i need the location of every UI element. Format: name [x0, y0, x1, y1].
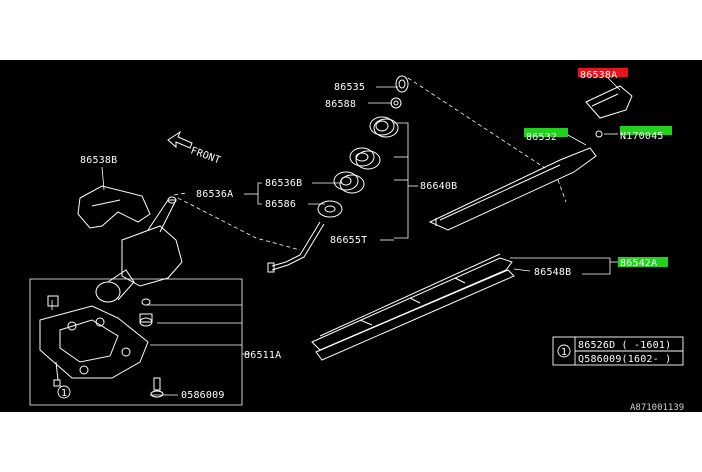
svg-text:1: 1: [61, 388, 67, 399]
wiper-motor: [39, 185, 183, 398]
note-table: 1 86526D ( -1601) Q586009(1602- ): [552, 336, 684, 366]
label-N170045: N170045: [620, 131, 664, 142]
highlight-red-86538A: [578, 68, 628, 77]
label-86548B: 86548B: [534, 267, 571, 278]
wiper-arm: [428, 85, 633, 231]
wiper-blade: [311, 253, 515, 361]
diagram-background: [0, 60, 702, 412]
front-arrow-icon: [167, 130, 193, 149]
label-0586009: 0586009: [181, 390, 225, 401]
label-86640B: 86640B: [420, 181, 457, 192]
note-table-row1: 86526D ( -1601): [578, 340, 671, 351]
spindle-parts: [267, 75, 409, 273]
highlight-green-86532: [524, 128, 568, 137]
label-86535: 86535: [334, 82, 365, 93]
note-table-row2: Q586009(1602- ): [578, 354, 671, 365]
leader-lines: [29, 77, 621, 406]
label-86511A: 86511A: [244, 350, 281, 361]
label-86536A: 86536A: [196, 189, 233, 200]
label-86586: 86586: [265, 199, 296, 210]
label-86538A: 86538A: [580, 70, 617, 81]
label-86588: 86588: [325, 99, 356, 110]
highlight-green-86542: [618, 257, 668, 267]
label-86655T: 86655T: [330, 235, 367, 246]
label-86538B: 86538B: [80, 155, 117, 166]
callout-marker: 1: [57, 385, 71, 399]
label-86542: 86542A: [620, 258, 657, 269]
reference-code: A871001139: [630, 403, 684, 413]
label-86536B: 86536B: [265, 178, 302, 189]
highlight-green-N170045: [620, 126, 672, 135]
dashed-lines: [173, 77, 567, 251]
note-table-marker: 1: [561, 347, 567, 358]
label-86532: 86532: [526, 132, 557, 143]
